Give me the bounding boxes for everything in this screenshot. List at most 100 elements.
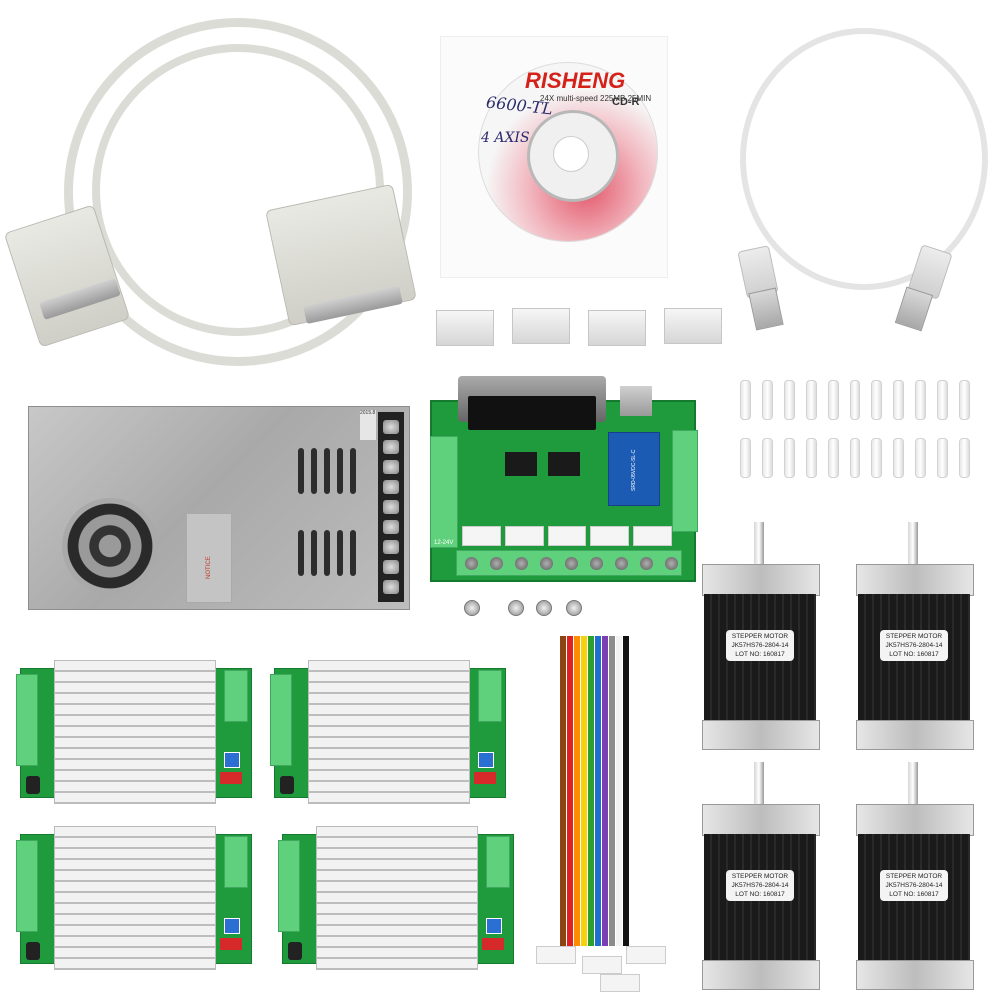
psu-vent xyxy=(298,448,304,494)
standoff xyxy=(893,438,905,478)
psu-vent xyxy=(324,448,330,494)
standoff xyxy=(783,380,795,420)
terminal-screw xyxy=(383,420,399,434)
axis-connector-z xyxy=(547,526,587,546)
motor-shaft xyxy=(908,762,918,808)
motor-front-cap xyxy=(856,564,974,596)
standoff xyxy=(761,380,773,420)
standoff xyxy=(871,438,883,478)
ribbon-wire xyxy=(609,636,615,946)
standoff xyxy=(937,438,949,478)
psu-terminal-block xyxy=(378,412,404,602)
cd-spec: 24X multi-speed 225MB 25MIN xyxy=(540,94,652,103)
terminal-screw xyxy=(590,556,603,570)
ribbon-connector xyxy=(582,956,622,974)
motor-label-model: JK57HS76-2804-14 xyxy=(731,642,789,649)
terminal-screw xyxy=(615,556,628,570)
terminal-screw xyxy=(383,580,399,594)
motor-front-cap xyxy=(702,804,820,836)
ribbon-wire xyxy=(574,636,580,946)
terminal-screw xyxy=(665,556,678,570)
stepper-driver xyxy=(270,660,506,804)
motor-front-cap xyxy=(856,804,974,836)
terminal-block-right xyxy=(672,430,698,532)
standoff xyxy=(915,380,927,420)
standoffs-row-2 xyxy=(740,438,970,478)
screw xyxy=(464,600,480,616)
terminal-screw xyxy=(515,556,528,570)
heatsink xyxy=(54,660,216,804)
ic-chip xyxy=(505,452,537,476)
ribbon-wire xyxy=(602,636,608,946)
cd-brand: RISHENG xyxy=(525,68,626,93)
standoff xyxy=(805,380,817,420)
psu-notice-sticker: NOTICE xyxy=(186,513,232,603)
motor-shaft xyxy=(754,762,764,808)
mounting-bracket xyxy=(436,310,494,346)
standoff xyxy=(937,380,949,420)
driver-terminal-left xyxy=(16,674,38,766)
capacitor xyxy=(288,942,302,960)
motor-label-title: STEPPER MOTOR xyxy=(731,633,789,640)
standoff xyxy=(959,438,970,478)
fan-icon xyxy=(62,498,158,594)
terminal-screw xyxy=(565,556,578,570)
motor-shaft xyxy=(908,522,918,568)
motor-shaft xyxy=(754,522,764,568)
ribbon-wire xyxy=(623,636,629,946)
standoff xyxy=(959,380,970,420)
standoffs-row-1 xyxy=(740,380,970,420)
ribbon-wire xyxy=(588,636,594,946)
motor-rear-cap xyxy=(702,720,820,750)
relay: SRD-05VDC-SL-C xyxy=(608,432,660,506)
terminal-screw xyxy=(490,556,503,570)
terminal-screw xyxy=(383,440,399,454)
motor-label-title: STEPPER MOTOR xyxy=(885,873,943,880)
driver-terminal-right xyxy=(486,836,510,888)
motor-label: STEPPER MOTOR JK57HS76-2804-14 LOT NO: 1… xyxy=(880,630,948,661)
standoff xyxy=(805,438,817,478)
terminal-screw xyxy=(540,556,553,570)
axis-connector-y xyxy=(504,526,544,546)
motor-rear-cap xyxy=(856,960,974,990)
dip-switch xyxy=(220,772,242,784)
terminal-screw xyxy=(383,560,399,574)
standoff xyxy=(740,380,751,420)
motor-label: STEPPER MOTOR JK57HS76-2804-14 LOT NO: 1… xyxy=(726,630,794,661)
capacitor xyxy=(26,776,40,794)
driver-terminal-left xyxy=(270,674,292,766)
ribbon-wire xyxy=(595,636,601,946)
heatsink xyxy=(316,826,478,970)
motor-rear-cap xyxy=(856,720,974,750)
terminal-screw xyxy=(383,500,399,514)
psu-vent xyxy=(337,448,343,494)
standoff xyxy=(849,438,861,478)
motor-label-model: JK57HS76-2804-14 xyxy=(731,882,789,889)
psu-vent xyxy=(298,530,304,576)
standoff xyxy=(849,380,861,420)
motor-label-title: STEPPER MOTOR xyxy=(885,633,943,640)
standoff xyxy=(915,438,927,478)
usb-cable-loop xyxy=(740,28,988,290)
motor-label-title: STEPPER MOTOR xyxy=(731,873,789,880)
motor-label-lot: LOT NO: 160817 xyxy=(735,651,785,658)
psu-vent xyxy=(324,530,330,576)
usb-metal-left xyxy=(748,287,784,331)
mounting-bracket xyxy=(664,308,722,344)
terminal-screw xyxy=(465,556,478,570)
psu-vent xyxy=(350,448,356,494)
screw xyxy=(566,600,582,616)
ic-chip xyxy=(548,452,580,476)
psu-vent xyxy=(337,530,343,576)
heatsink xyxy=(54,826,216,970)
capacitor xyxy=(280,776,294,794)
terminal-screw xyxy=(383,460,399,474)
stepper-motor: STEPPER MOTOR JK57HS76-2804-14 LOT NO: 1… xyxy=(850,522,976,750)
heatsink xyxy=(308,660,470,804)
mounting-bracket xyxy=(588,310,646,346)
axis-connector-a xyxy=(590,526,630,546)
usb-metal-right xyxy=(894,286,934,332)
cd-handwriting-axis: 4 AXIS xyxy=(481,130,530,146)
ribbon-wire xyxy=(560,636,566,946)
stepper-motor: STEPPER MOTOR JK57HS76-2804-14 LOT NO: 1… xyxy=(850,762,976,990)
